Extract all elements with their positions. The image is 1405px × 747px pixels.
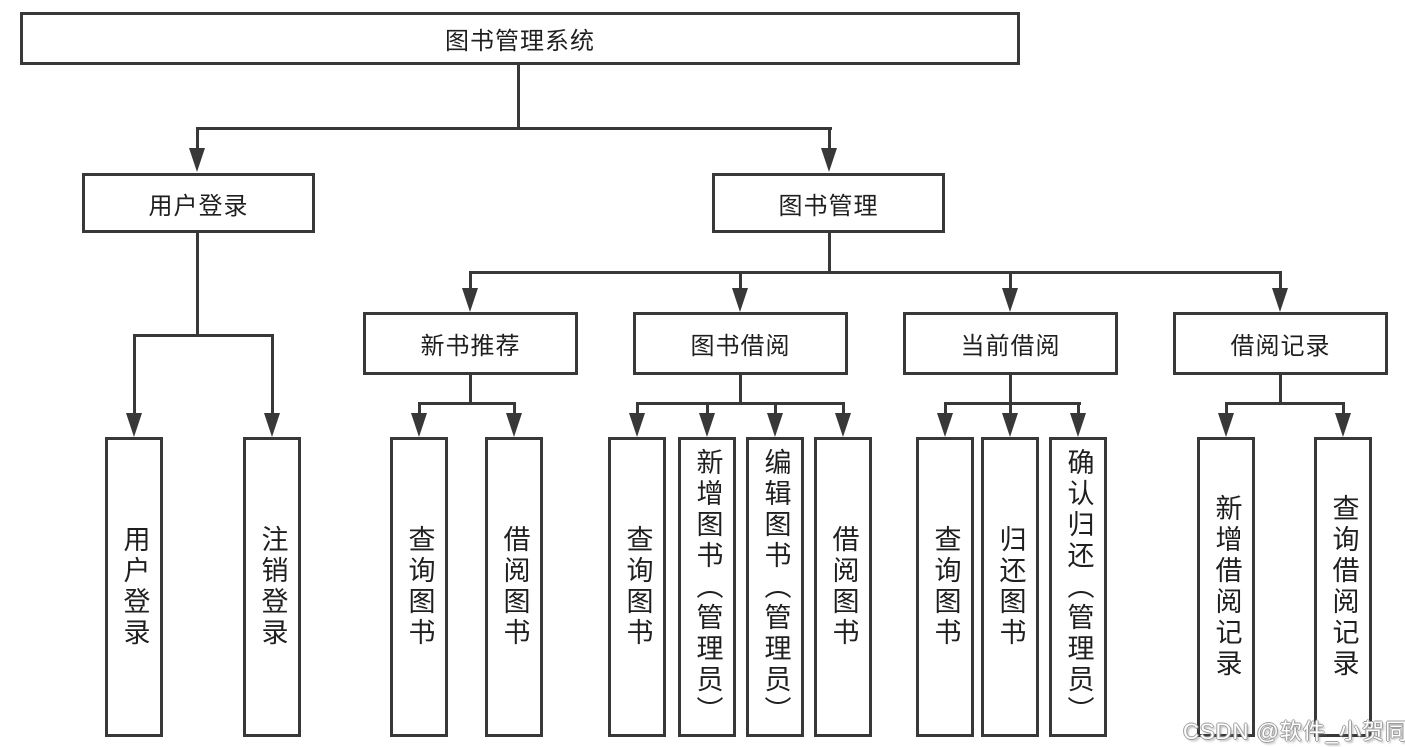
connector-new-book-stem [469, 375, 472, 405]
node-library-management-system: 图书管理系统 [20, 12, 1020, 65]
connector-current-borrow-stem [1009, 375, 1012, 405]
node-leaf-cb-return-book: 归还图书 [981, 437, 1039, 737]
arrowhead-cb-query [937, 413, 953, 437]
connector-book-management-hbar [469, 271, 1282, 274]
connector-drop-nb-borrow [513, 405, 516, 413]
node-leaf-bb-edit-book-admin: 编辑图书（管理员） [746, 437, 804, 737]
connector-book-borrow-hbar [636, 402, 845, 405]
connector-drop-borrow-record [1279, 274, 1282, 288]
connector-current-borrow-hbar [944, 402, 1081, 405]
connector-drop-br-add [1225, 405, 1228, 413]
connector-root-hbar [196, 127, 832, 130]
connector-book-management-stem [828, 233, 831, 274]
arrowhead-logout [264, 413, 280, 437]
arrowhead-br-add [1218, 413, 1234, 437]
arrowhead-nb-borrow [506, 413, 522, 437]
arrowhead-cb-return [1002, 413, 1018, 437]
node-label: 查询图书 [622, 525, 653, 649]
connector-drop-bb-add [706, 405, 709, 413]
arrowhead-nb-query [411, 413, 427, 437]
node-leaf-nb-query-book: 查询图书 [390, 437, 448, 737]
node-leaf-nb-borrow-book: 借阅图书 [485, 437, 543, 737]
node-label: 借阅图书 [828, 525, 859, 649]
arrowhead-login [126, 413, 142, 437]
node-leaf-user-login: 用户登录 [105, 437, 163, 737]
node-leaf-bb-query-book: 查询图书 [608, 437, 666, 737]
connector-drop-nb-query [418, 405, 421, 413]
node-book-borrow: 图书借阅 [633, 312, 848, 375]
connector-root-stem [517, 65, 520, 130]
node-leaf-br-add-record: 新增借阅记录 [1197, 437, 1255, 737]
connector-drop-bb-query [636, 405, 639, 413]
connector-drop-book-management [828, 130, 831, 148]
arrowhead-bb-borrow [835, 413, 851, 437]
arrowhead-br-query [1335, 413, 1351, 437]
node-label: 编辑图书（管理员） [760, 447, 791, 727]
node-label: 新增图书（管理员） [692, 447, 723, 727]
node-borrow-record: 借阅记录 [1173, 312, 1388, 375]
node-label: 注销登录 [257, 525, 288, 649]
arrowhead-book-borrow [732, 288, 748, 312]
node-label: 查询图书 [404, 525, 435, 649]
connector-drop-logout [271, 337, 274, 413]
connector-drop-user-login [196, 130, 199, 148]
node-user-login: 用户登录 [82, 173, 315, 233]
node-leaf-logout: 注销登录 [243, 437, 301, 737]
connector-new-book-hbar [418, 402, 516, 405]
node-label: 用户登录 [119, 525, 150, 649]
node-label: 借阅图书 [499, 525, 530, 649]
connector-drop-book-borrow [739, 274, 742, 288]
node-label: 归还图书 [995, 525, 1026, 649]
connector-drop-cb-confirm [1077, 405, 1080, 413]
arrowhead-book-management [821, 148, 837, 172]
connector-drop-bb-borrow [842, 405, 845, 413]
node-current-borrow: 当前借阅 [903, 312, 1118, 375]
arrowhead-new-book [462, 288, 478, 312]
node-label: 借阅记录 [1230, 333, 1331, 360]
node-leaf-br-query-record: 查询借阅记录 [1314, 437, 1372, 737]
node-leaf-cb-query-book: 查询图书 [916, 437, 974, 737]
node-book-management: 图书管理 [712, 173, 945, 233]
node-label: 用户登录 [148, 192, 249, 220]
arrowhead-borrow-record [1272, 288, 1288, 312]
arrowhead-bb-edit [767, 413, 783, 437]
node-label: 图书管理系统 [445, 28, 595, 55]
arrowhead-cb-confirm [1070, 413, 1086, 437]
connector-drop-bb-edit [774, 405, 777, 413]
node-label: 新增借阅记录 [1211, 494, 1242, 680]
connector-borrow-record-hbar [1225, 402, 1345, 405]
node-label: 确认归还（管理员） [1063, 447, 1094, 727]
connector-drop-new-book [469, 274, 472, 288]
arrowhead-bb-add [699, 413, 715, 437]
arrowhead-bb-query [629, 413, 645, 437]
node-label: 图书管理 [778, 192, 879, 220]
node-label: 查询借阅记录 [1328, 494, 1359, 680]
node-leaf-bb-add-book-admin: 新增图书（管理员） [678, 437, 736, 737]
connector-user-login-stem [196, 233, 199, 337]
connector-user-login-hbar [133, 334, 274, 337]
connector-drop-br-query [1342, 405, 1345, 413]
connector-drop-cb-return [1009, 405, 1012, 413]
connector-book-borrow-stem [739, 375, 742, 405]
node-label: 查询图书 [930, 525, 961, 649]
arrowhead-user-login [189, 148, 205, 172]
connector-drop-login [133, 337, 136, 413]
node-label: 新书推荐 [420, 333, 521, 360]
connector-borrow-record-stem [1279, 375, 1282, 405]
connector-drop-cb-query [944, 405, 947, 413]
node-leaf-bb-borrow-book: 借阅图书 [814, 437, 872, 737]
node-leaf-cb-confirm-return-admin: 确认归还（管理员） [1049, 437, 1107, 737]
node-label: 当前借阅 [960, 333, 1061, 360]
node-new-book-recommend: 新书推荐 [363, 312, 578, 375]
node-label: 图书借阅 [690, 333, 791, 360]
connector-drop-current-borrow [1009, 274, 1012, 288]
arrowhead-current-borrow [1002, 288, 1018, 312]
csdn-watermark: CSDN @软件_小贺同学 [1183, 719, 1405, 744]
